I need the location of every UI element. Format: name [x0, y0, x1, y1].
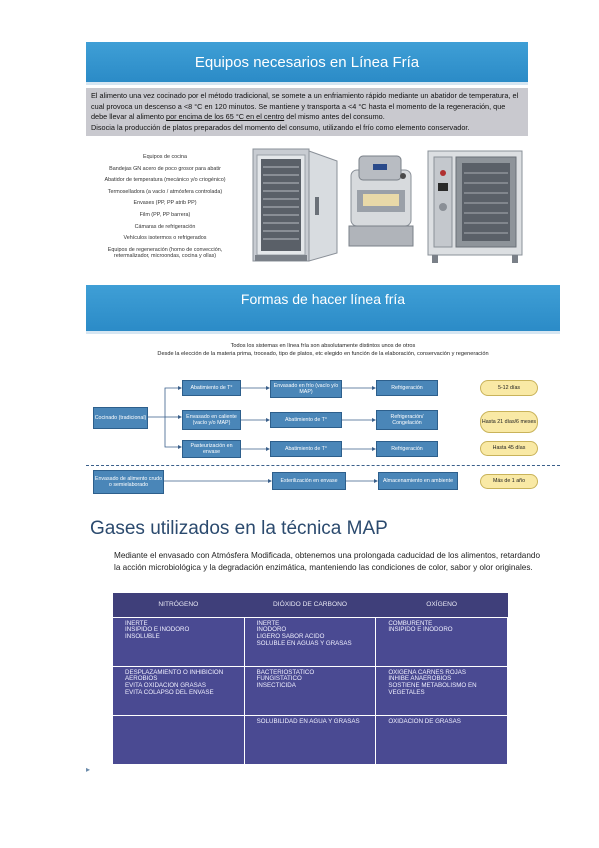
flow-box-refrigeracion-2: Refrigeración/ Congelación: [376, 410, 438, 430]
table-cell: INERTE INODORO LIGERO SABOR ACIDO SOLUBL…: [243, 616, 377, 667]
thermosealer-image: [348, 155, 414, 247]
intro-text-3: Disocia la producción de platos preparad…: [91, 122, 470, 132]
combi-oven-image: [427, 150, 523, 263]
table-cell: [112, 714, 245, 766]
flow-box-cocinado: Cocinado (tradicional): [93, 407, 148, 429]
section2-title: Formas de hacer línea fría: [240, 291, 406, 307]
section2-title-banner: Formas de hacer línea fría: [86, 285, 560, 331]
flow-box-almacenamiento: Almacenamiento en ambiente: [378, 472, 458, 490]
table-cell: DESPLAZAMIENTO O INHIBICION AEROBIOS EVI…: [112, 665, 245, 716]
flow-box-envasado-caliente: Envasado en caliente (vacío y/o MAP): [182, 410, 241, 430]
table-cell: SOLUBILIDAD EN AGUA Y GRASAS: [243, 714, 377, 766]
table-row: DESPLAZAMIENTO O INHIBICION AEROBIOS EVI…: [112, 665, 508, 716]
list-item: Film (PP, PP barrera): [139, 211, 191, 218]
table-row: INERTE INSIPIDO E INODORO INSOLUBLE INER…: [112, 616, 508, 667]
header-dioxido-carbono: DIÓXIDO DE CARBONO: [244, 593, 376, 617]
table-cell: OXIGENA CARNES ROJAS INHIBE ANAEROBIOS S…: [375, 665, 508, 716]
table-row: SOLUBILIDAD EN AGUA Y GRASAS OXIDACION D…: [112, 714, 508, 766]
flow-box-abatimiento-1: Abatimiento de T°: [182, 380, 241, 396]
banner-shadow: [86, 331, 560, 334]
list-item: Termoselladora (a vacío / atmósfera cont…: [107, 188, 223, 195]
flow-divider: [86, 465, 560, 466]
equipment-list: Equipos de cocina Bandejas GN acero de p…: [90, 154, 240, 265]
section1-title: Equipos necesarios en Línea Fría: [194, 53, 420, 71]
intro-underline: por encima de los 65 °C en el centro: [166, 112, 285, 122]
section2-description: Desde la elección de la materia prima, t…: [157, 351, 489, 357]
duration-badge-1: 5-12 días: [480, 380, 538, 396]
list-item: Vehículos isotermos o refrigerados: [123, 235, 207, 242]
table-cell: BACTERIOSTATICO FUNGISTATICO INSECTICIDA: [243, 665, 377, 716]
duration-badge-3: Hasta 45 días: [480, 441, 538, 456]
section1-intro: El alimento una vez cocinado por el méto…: [86, 88, 528, 136]
duration-badge-2: Hasta 21 días/6 meses: [480, 411, 538, 433]
intro-text-2: del mismo antes del consumo.: [284, 112, 385, 122]
flow-box-envasado-crudo: Envasado de alimento crudo o semielabora…: [93, 470, 164, 494]
table-cell: OXIDACION DE GRASAS: [375, 714, 508, 766]
list-item: Envases (PP, PP atrib PP): [133, 200, 197, 207]
list-item: Equipos de regeneración (horno de convec…: [107, 246, 223, 260]
section3-title: Gases utilizados en la técnica MAP: [90, 518, 388, 539]
table-header-row: NITRÓGENO DIÓXIDO DE CARBONO OXÍGENO: [112, 593, 508, 617]
bullet-arrow-icon: ▸: [86, 765, 91, 774]
flow-box-refrigeracion-1: Refrigeración: [376, 380, 438, 396]
banner-shadow: [86, 82, 528, 85]
duration-badge-4: Más de 1 año: [480, 474, 538, 489]
flow-box-esterilizacion: Esterilización en envase: [272, 472, 346, 490]
intro-text-1: El alimento una vez cocinado por el méto…: [91, 91, 519, 122]
header-oxigeno: OXÍGENO: [375, 593, 508, 617]
section3-text: Mediante el envasado con Atmósfera Modif…: [114, 551, 541, 572]
flow-box-abatimiento-3: Abatimiento de T°: [270, 441, 342, 457]
flow-box-abatimiento-2: Abatimiento de T°: [270, 412, 342, 428]
list-item: Bandejas GN acero de poco grosor para ab…: [109, 165, 221, 172]
list-item: Abatidor de temperatura (mecánico y/o cr…: [104, 177, 226, 184]
section2-subtitle: Todos los sistemas en línea fría son abs…: [230, 343, 416, 349]
section1-title-banner: Equipos necesarios en Línea Fría: [86, 42, 528, 82]
table-cell: COMBURENTE INSIPIDO E INODORO: [375, 616, 508, 667]
flow-box-refrigeracion-3: Refrigeración: [376, 441, 438, 457]
gases-table: NITRÓGENO DIÓXIDO DE CARBONO OXÍGENO INE…: [112, 593, 508, 766]
list-item: Equipos de cocina: [142, 154, 188, 160]
flow-box-pasteurizacion: Pasteurización en envase: [182, 440, 241, 458]
blast-chiller-image: [252, 148, 338, 262]
header-nitrogeno: NITRÓGENO: [112, 593, 245, 617]
list-item: Cámaras de refrigeración: [134, 223, 196, 230]
flow-box-envasado-frio: Envasado en frío (vacío y/o MAP): [270, 380, 342, 398]
table-cell: INERTE INSIPIDO E INODORO INSOLUBLE: [112, 616, 245, 667]
